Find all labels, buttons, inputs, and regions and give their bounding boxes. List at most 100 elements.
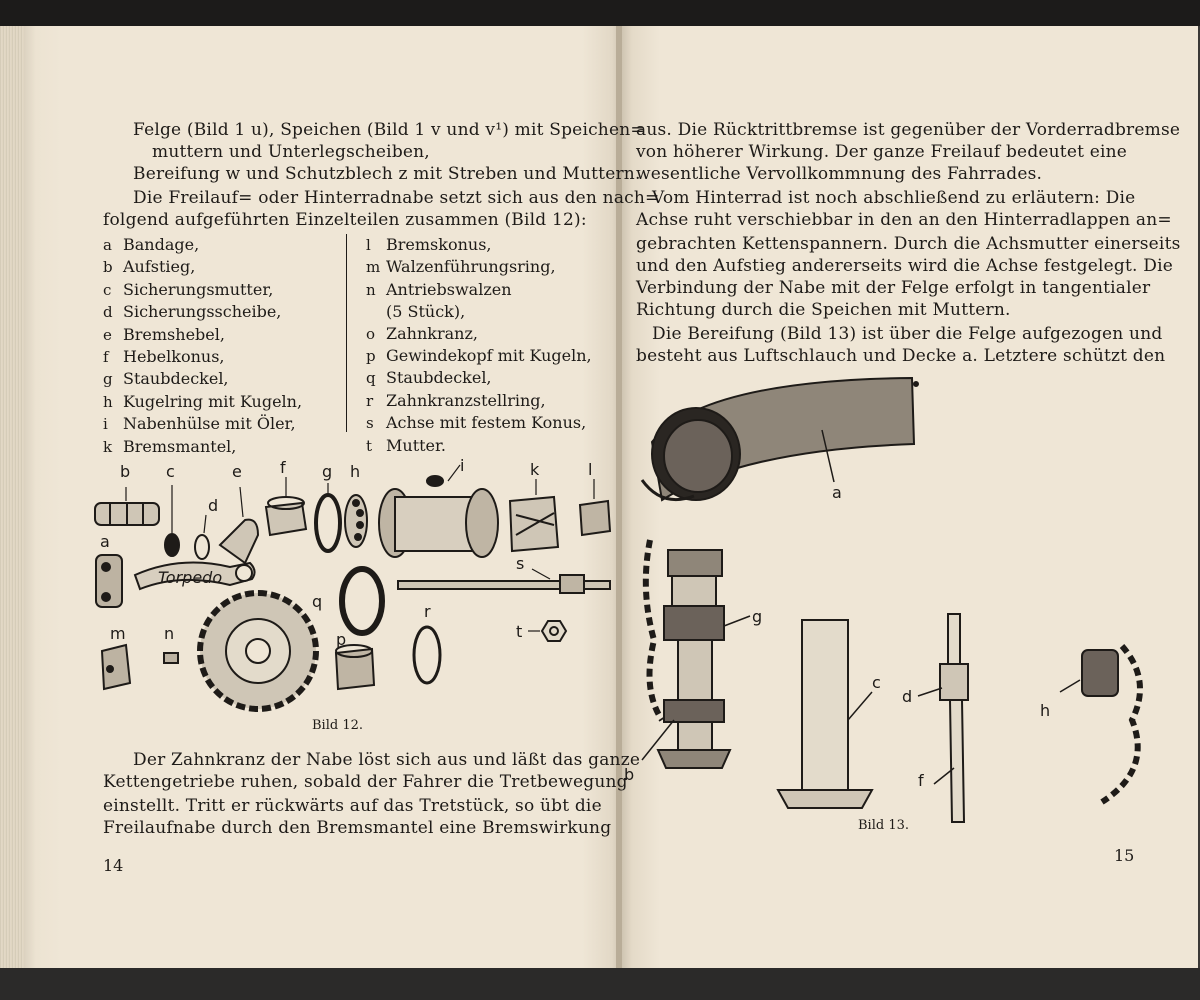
fig12-label-r: r [424,602,431,621]
part-s-axle [397,568,611,594]
outro-line-1: Der Zahnkranz der Nabe löst sich aus und… [133,750,641,770]
valve-stem-c [776,619,874,809]
fig12-label-i: i [460,456,464,475]
intro-line-4: Die Freilauf= oder Hinterradnabe setzt s… [133,188,660,208]
part-h-ball-ring [344,494,368,548]
part-c-nut [164,485,180,557]
fig12-label-l: l [588,460,592,479]
fig13-label-d: d [902,687,912,706]
list-divider [346,234,347,432]
fig13-label-c: c [872,673,881,692]
tyre-cross-section [640,376,919,502]
part-m-roller-ring [100,643,132,691]
fig12-label-t: t [516,622,522,641]
fig12-label-d: d [208,496,218,515]
fig12-label-k: k [530,460,540,479]
fig12-label-c: c [166,462,175,481]
part-r-stell-ring [412,625,442,685]
part-t-nut [528,620,568,642]
part-a-bandage [95,554,123,608]
right-line-10: Die Bereifung (Bild 13) ist über die Fel… [652,324,1163,344]
figure-12-hub-parts: Torpedo b c d e a f g h i k l s q r t m … [94,456,612,712]
fig12-label-m: m [110,624,126,643]
fig12-label-f: f [280,458,286,477]
scan-top-border [0,0,1200,26]
right-line-9: Richtung durch die Speichen mit Muttern. [636,300,1011,320]
part-l-brake-cone [578,479,612,537]
list-item: (5 Stück), [386,302,466,322]
fig12-label-n: n [164,624,174,643]
right-line-1: aus. Die Rücktrittbremse ist gegenüber d… [636,120,1181,140]
fig13-label-f: f [918,771,924,790]
outro-line-2: Kettengetriebe ruhen, sobald der Fahrer … [103,772,628,792]
part-d-washer [194,514,210,560]
part-i-hub-shell [378,464,499,558]
valve-insert-d-f [917,613,969,823]
fig12-label-g: g [322,462,332,481]
part-o-sprocket [197,590,319,712]
intro-line-2: muttern und Unterlegscheiben, [152,142,430,162]
part-p-threaded-head [334,644,376,691]
fig13-label-a: a [832,483,842,502]
right-line-2: von höherer Wirkung. Der ganze Freilauf … [636,142,1128,162]
part-b-aufstieg [94,487,160,526]
page-number-left: 14 [103,856,124,875]
right-line-3: wesentliche Vervollkommnung des Fahrrade… [636,164,1043,184]
fig13-label-g: g [752,607,762,626]
fig12-label-q: q [312,592,322,611]
right-page [620,26,1198,970]
figure-13-tyre-parts: a g c d h b f [624,376,1143,823]
figure-13-caption: Bild 13. [858,818,909,833]
part-k-brake-mantle [508,479,560,553]
right-line-5: Achse ruht verschiebbar in den an den Hi… [636,210,1172,230]
fig12-label-e: e [232,462,242,481]
hub-brand-text: Torpedo [158,568,222,587]
fig12-label-s: s [516,554,524,573]
right-line-4: Vom Hinterrad ist noch abschließend zu e… [652,188,1136,208]
fig12-label-a: a [100,532,110,551]
page-number-right: 15 [1114,846,1135,865]
page-edges [0,26,24,970]
fig13-label-h: h [1040,701,1050,720]
part-q-dust-cap [339,566,385,636]
part-n-roller [163,652,179,664]
right-line-7: und den Aufstieg andererseits wird die A… [636,256,1173,276]
part-e-brake-lever [133,486,260,591]
part-f-hebelkonus [264,477,308,537]
intro-line-5: folgend aufgeführten Einzelteilen zusamm… [103,210,587,230]
fig12-label-b: b [120,462,130,481]
valve-assembly-g [641,539,751,769]
scan-bottom-border [0,968,1200,1000]
outro-line-3: einstellt. Tritt er rückwärts auf das Tr… [103,796,602,816]
fig12-label-p: p [336,630,346,649]
valve-cap-h [1059,644,1143,805]
figure-12-caption: Bild 12. [312,718,363,733]
part-g-dust-cap [314,483,342,553]
book-gutter [616,26,622,970]
intro-line-3: Bereifung w und Schutzblech z mit Strebe… [133,164,641,184]
fig13-label-b: b [624,765,634,784]
right-line-8: Verbindung der Nabe mit der Felge erfolg… [636,278,1151,298]
right-line-11: besteht aus Luftschlauch und Decke a. Le… [636,346,1166,366]
